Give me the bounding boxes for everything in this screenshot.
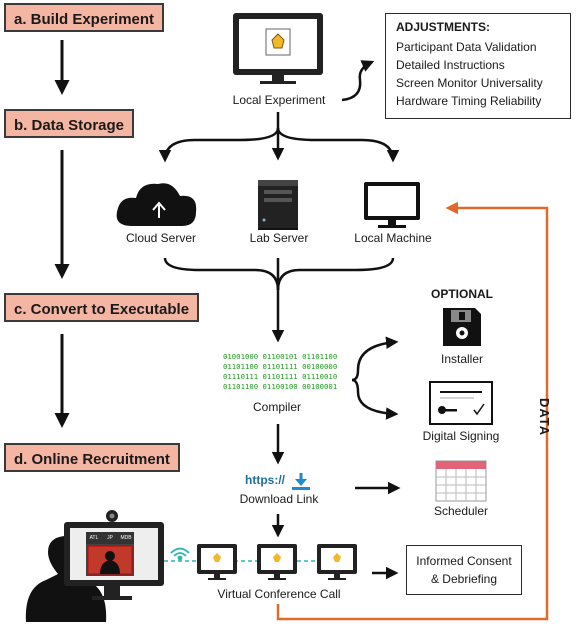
merge-arrows — [163, 257, 395, 343]
consent-line-1: Informed Consent — [416, 554, 512, 568]
virtual-conference-label: Virtual Conference Call — [217, 587, 341, 601]
binary-line: 01101100 01100100 00100001 — [223, 382, 338, 391]
storage-branch-arrows — [158, 112, 400, 163]
call-tile: MDB — [120, 535, 132, 541]
installer-icon — [443, 308, 481, 346]
server-icon — [258, 180, 298, 230]
adjustment-item: Hardware Timing Reliability — [396, 94, 542, 108]
data-label: DATA — [537, 398, 552, 437]
call-monitor-3-icon — [317, 544, 357, 580]
binary-line: 01110111 01101111 01110010 — [223, 372, 338, 381]
call-monitor-1-icon — [197, 544, 237, 580]
local-experiment-label: Local Experiment — [232, 93, 326, 107]
digital-signing-label: Digital Signing — [422, 429, 500, 443]
cloud-server-label: Cloud Server — [125, 231, 197, 245]
local-machine-label: Local Machine — [354, 231, 432, 245]
scheduler-label: Scheduler — [433, 504, 489, 518]
cloud-icon — [116, 183, 197, 226]
adjustments-box: ADJUSTMENTS: Participant Data Validation… — [385, 13, 571, 119]
arrow-to-installer — [351, 336, 399, 382]
wifi-icon — [170, 547, 190, 561]
download-link-label: Download Link — [239, 492, 319, 506]
compiler-label: Compiler — [252, 400, 302, 414]
binary-line: 01001000 01100101 01101100 — [223, 352, 338, 361]
download-icon — [292, 473, 310, 490]
binary-line: 01101100 01101111 00100000 — [223, 362, 338, 371]
call-tile: ATL — [89, 535, 99, 541]
step-build-experiment: a. Build Experiment — [4, 3, 165, 32]
adjustment-item: Screen Monitor Universality — [396, 76, 543, 90]
step-online-recruitment: d. Online Recruitment — [4, 443, 180, 472]
step-data-storage: b. Data Storage — [4, 109, 135, 138]
local-machine-monitor-icon — [364, 182, 420, 228]
binary-code: 01001000 01100101 01101100 01101100 0110… — [223, 352, 338, 392]
consent-box: Informed Consent & Debriefing — [406, 545, 522, 595]
installer-label: Installer — [440, 352, 484, 366]
https-label: https:// — [245, 473, 285, 487]
scheduler-icon — [435, 460, 487, 502]
call-tiles: ATL JP MDB — [86, 532, 134, 544]
adjustment-item: Participant Data Validation — [396, 40, 537, 54]
arrow-to-signing — [351, 378, 399, 420]
call-monitor-2-icon — [257, 544, 297, 580]
adjustments-title: ADJUSTMENTS: — [396, 20, 491, 34]
call-tile: JP — [107, 535, 113, 541]
consent-line-2: & Debriefing — [430, 572, 498, 586]
lab-server-label: Lab Server — [249, 231, 309, 245]
local-experiment-monitor-icon — [233, 13, 323, 84]
arrow-to-adjustments — [341, 60, 375, 102]
step-convert-executable: c. Convert to Executable — [4, 293, 200, 322]
data-return-arrow — [276, 201, 549, 621]
adjustment-item: Detailed Instructions — [396, 58, 505, 72]
digital-signing-icon — [429, 381, 493, 425]
optional-title: OPTIONAL — [431, 287, 493, 301]
